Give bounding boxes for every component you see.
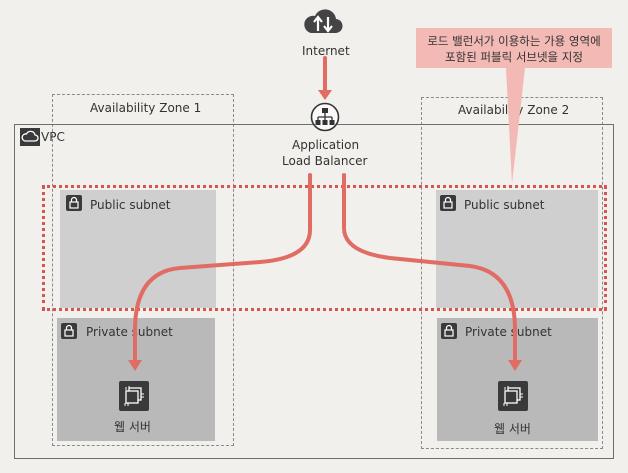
availability-zone-1 bbox=[52, 94, 234, 446]
alb-to-left-server-arrow bbox=[133, 173, 312, 362]
private-subnet-right bbox=[437, 318, 598, 441]
callout-line-2: 포함된 퍼블릭 서브넷을 지정 bbox=[445, 50, 583, 64]
lock-icon bbox=[440, 195, 456, 211]
alb-label-line1: Application bbox=[292, 138, 360, 152]
ec2-instance-icon bbox=[119, 381, 149, 411]
alb-label-line2: Load Balancer bbox=[282, 154, 368, 168]
private-subnet-left-label: Private subnet bbox=[86, 325, 173, 339]
internet-cloud-icon bbox=[302, 5, 344, 37]
annotation-callout: 로드 밸런서가 이용하는 가용 영역에 포함된 퍼블릭 서브넷을 지정 bbox=[416, 28, 612, 68]
public-subnet-left bbox=[60, 190, 216, 308]
ec2-instance-icon bbox=[498, 381, 528, 411]
web-server-left-label: 웹 서버 bbox=[114, 420, 151, 434]
callout-line-1: 로드 밸런서가 이용하는 가용 영역에 bbox=[427, 34, 601, 48]
lock-icon bbox=[66, 195, 82, 211]
public-subnet-selection bbox=[42, 185, 607, 311]
public-subnet-left-label: Public subnet bbox=[90, 198, 171, 212]
vpc-cloud-icon bbox=[20, 128, 40, 146]
availability-zone-1-label: Availability Zone 1 bbox=[90, 101, 202, 115]
public-subnet-right-label: Public subnet bbox=[464, 198, 545, 212]
web-server-right-label: 웹 서버 bbox=[494, 422, 531, 436]
public-subnet-right bbox=[436, 190, 598, 308]
vpc-label: VPC bbox=[41, 130, 65, 144]
load-balancer-icon bbox=[310, 102, 340, 132]
private-subnet-right-label: Private subnet bbox=[465, 325, 552, 339]
alb-to-right-server-arrow bbox=[342, 173, 517, 362]
lock-icon bbox=[61, 323, 77, 339]
internet-label: Internet bbox=[302, 44, 350, 58]
lock-icon bbox=[441, 323, 457, 339]
